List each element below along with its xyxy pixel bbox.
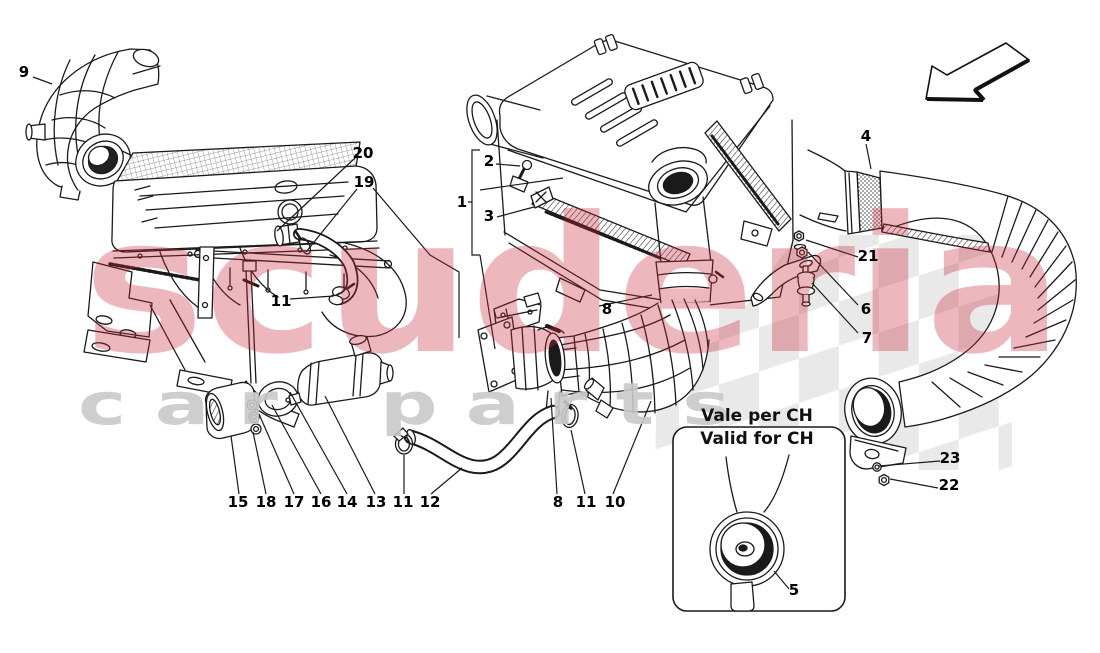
lid-clip: [739, 72, 764, 95]
callout-18: 18: [256, 493, 277, 511]
callout-20: 20: [353, 144, 374, 162]
lid-clip: [593, 33, 618, 56]
callout-17: 17: [284, 493, 305, 511]
callout-15: 15: [228, 493, 249, 511]
callout-16: 16: [311, 493, 332, 511]
watermark-letters-right: p a r t s: [380, 370, 730, 438]
part-clamp-11-right: [561, 400, 579, 429]
part-mounting-hardware-21-6-7: [750, 230, 822, 307]
part-intake-hose-4: [844, 170, 1077, 487]
part-air-cleaner-box: [466, 33, 847, 317]
callout-1: 1: [457, 193, 467, 211]
watermark-brand: scuderia: [83, 177, 1063, 396]
callout-4: 4: [861, 127, 871, 145]
callout-5: 5: [789, 581, 799, 599]
callout-23: 23: [940, 449, 961, 467]
ch-note-line2: Valid for CH: [700, 429, 814, 449]
callout-12: 12: [420, 493, 441, 511]
part-air-flow-meter-10: [477, 292, 566, 412]
part-hose-end-5: [709, 454, 790, 612]
callout-9: 9: [19, 63, 29, 81]
part-rubber-sleeve-8: [655, 259, 725, 305]
direction-arrow-icon: [925, 42, 1030, 102]
part-bracket-3: [530, 186, 554, 209]
callout-22: 22: [939, 476, 960, 494]
callout-11-manifold: 11: [271, 292, 292, 310]
callout-11-hose-left: 11: [393, 493, 414, 511]
callout-19: 19: [354, 173, 375, 191]
callout-2: 2: [484, 152, 494, 170]
embossed-logo: [624, 61, 704, 111]
callout-14: 14: [337, 493, 358, 511]
part-pump-assembly: [204, 334, 394, 440]
part-corrugated-elbow-10: [555, 298, 710, 419]
callout-7: 7: [862, 329, 872, 347]
part-clamp-11-left: [393, 427, 414, 455]
callout-8-sleeve: 8: [602, 300, 612, 318]
callout-13: 13: [366, 493, 387, 511]
callout-3: 3: [484, 207, 494, 225]
watermark-letters-left: c a r: [78, 370, 279, 438]
part-intake-elbow-hose-9: [25, 48, 169, 201]
leader-lines: [32, 76, 941, 590]
callout-11-hose-right: 11: [576, 493, 597, 511]
callout-10: 10: [605, 493, 626, 511]
watermark-text: scuderia c a r p a r t s: [78, 177, 1063, 438]
callout-labels: 9 20 19 11 1 2 3 8 4 21 6 7 23 22 15 18 …: [19, 63, 961, 599]
callout-8-coupling: 8: [553, 493, 563, 511]
ch-note-line1: Vale per CH: [701, 406, 813, 426]
ch-note-box: [672, 426, 846, 612]
callout-6: 6: [861, 300, 871, 318]
callout-21: 21: [858, 247, 879, 265]
